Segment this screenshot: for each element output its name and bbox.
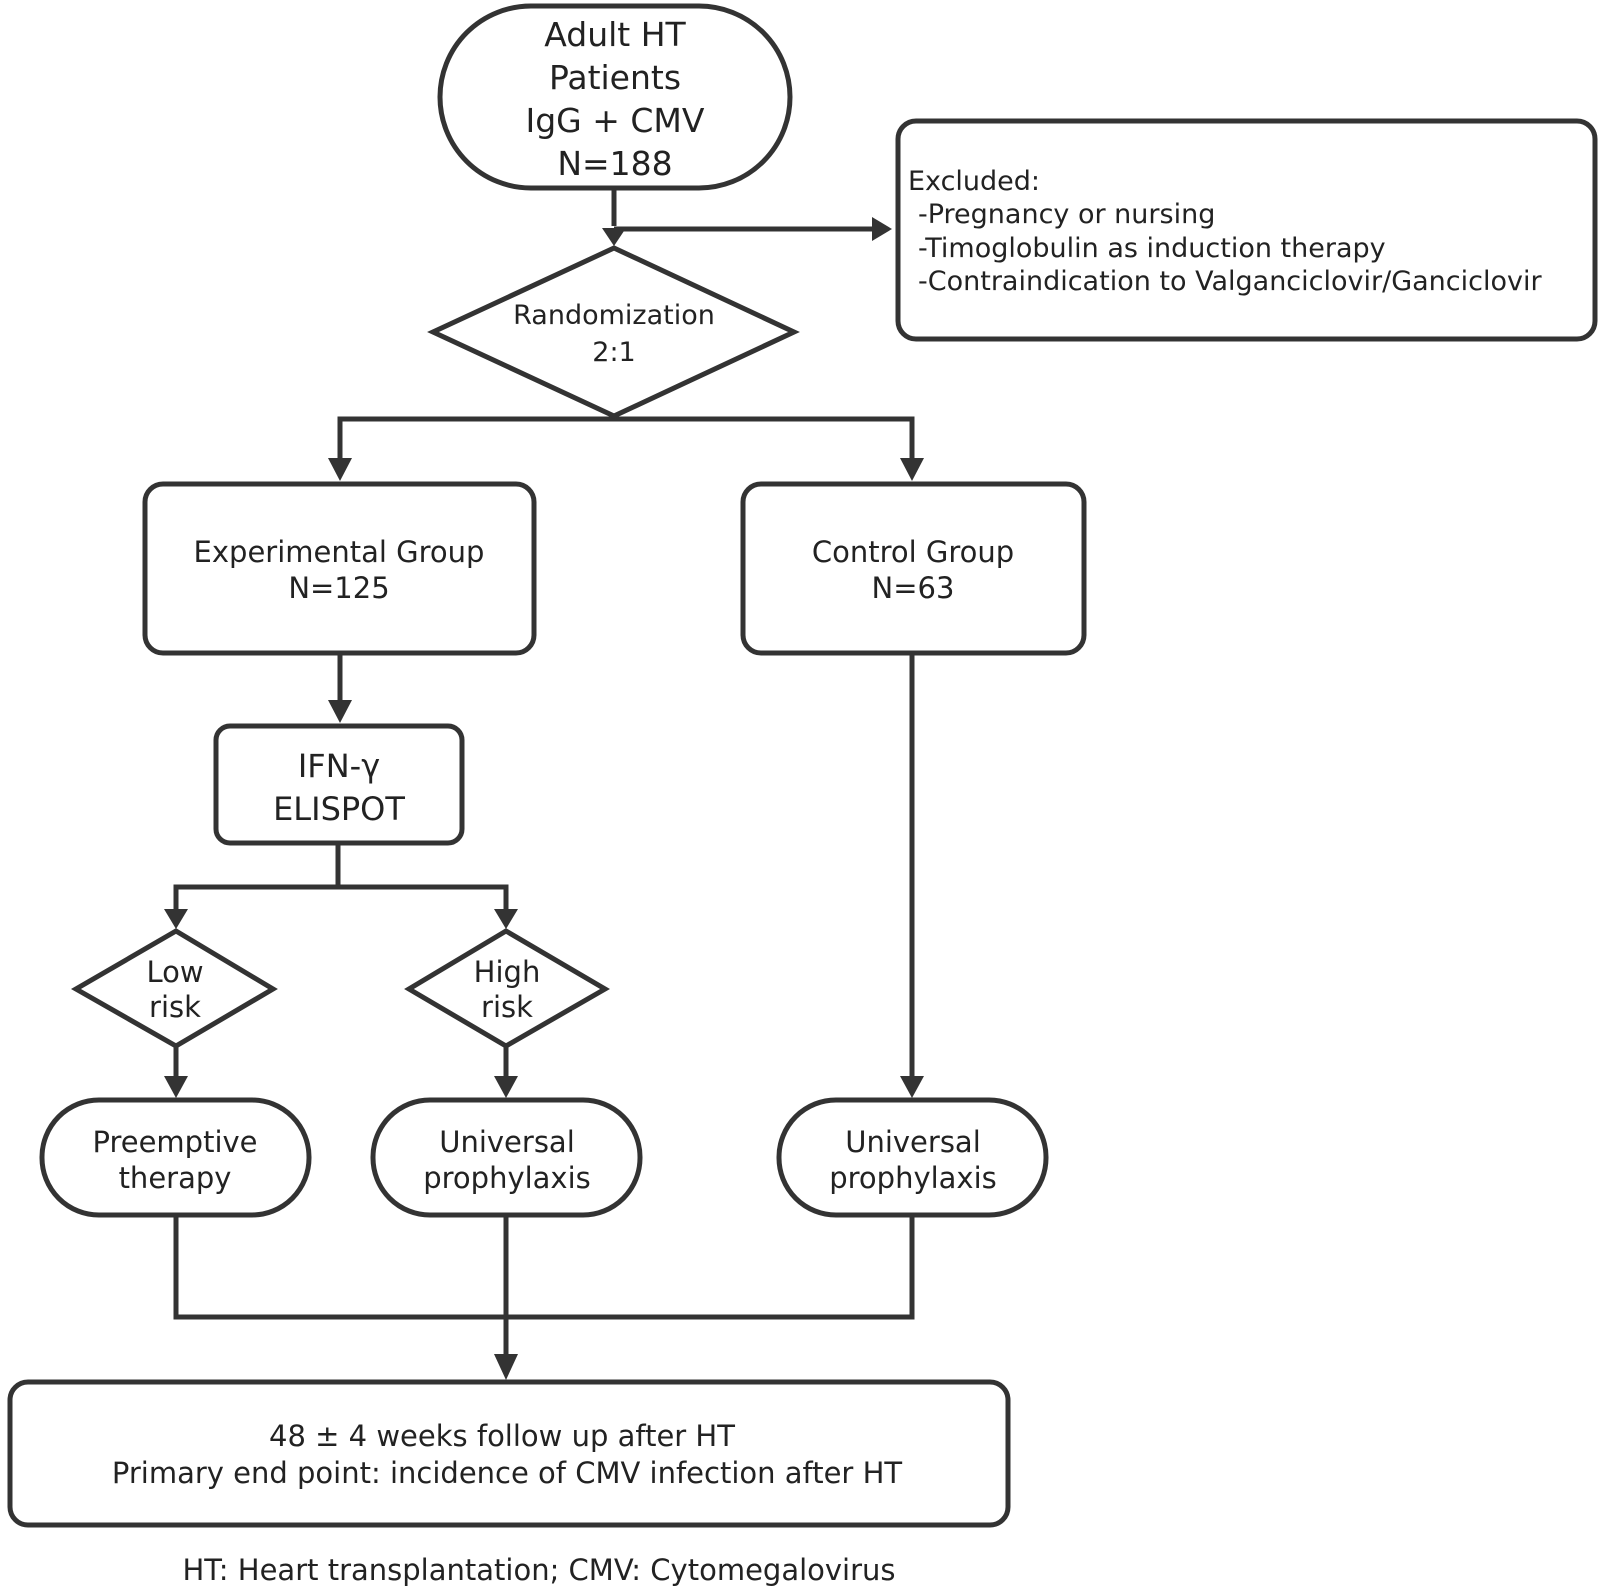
excluded-item-3: -Contraindication to Valganciclovir/Ganc… xyxy=(918,266,1542,297)
start-line-4: N=188 xyxy=(557,144,672,183)
arrow-head-universal-exp xyxy=(494,1076,518,1098)
arrow-head-excluded xyxy=(872,217,892,241)
arrow-head-experimental xyxy=(328,458,352,481)
followup-line-2: Primary end point: incidence of CMV infe… xyxy=(112,1456,902,1490)
experimental-group-line-2: N=125 xyxy=(288,571,389,605)
start-line-2: Patients xyxy=(549,58,681,97)
control-group-line-2: N=63 xyxy=(872,571,955,605)
universal-prophylaxis-ctrl-node: Universal prophylaxis xyxy=(776,1097,1049,1218)
experimental-group-node: Experimental Group N=125 xyxy=(142,481,537,656)
arrow-head-randomization xyxy=(602,228,626,246)
universal-prophylaxis-exp-terminal-shape xyxy=(370,1097,643,1218)
arrow-head-lowrisk xyxy=(164,909,188,929)
low-risk-line-1: Low xyxy=(146,955,203,989)
preemptive-line-2: therapy xyxy=(119,1161,232,1195)
universal-prophylaxis-exp-line-2: prophylaxis xyxy=(423,1161,591,1195)
connector-converge xyxy=(173,1215,915,1320)
high-risk-line-2: risk xyxy=(481,990,533,1024)
excluded-title: Excluded: xyxy=(908,166,1040,197)
arrow-head-control xyxy=(900,458,924,481)
universal-prophylaxis-ctrl-line-1: Universal xyxy=(845,1125,981,1159)
preemptive-node: Preemptive therapy xyxy=(39,1097,312,1218)
elispot-node: IFN-γ ELISPOT xyxy=(213,723,465,846)
high-risk-node: High risk xyxy=(404,928,610,1049)
control-group-line-1: Control Group xyxy=(812,535,1014,569)
excluded-item-1: -Pregnancy or nursing xyxy=(918,199,1215,230)
start-node: Adult HT Patients IgG + CMV N=188 xyxy=(437,3,793,191)
start-line-3: IgG + CMV xyxy=(526,101,705,140)
arrow-heads xyxy=(164,217,924,1380)
high-risk-line-1: High xyxy=(474,955,541,989)
control-group-box-shape xyxy=(740,481,1087,656)
followup-line-1: 48 ± 4 weeks follow up after HT xyxy=(269,1419,735,1453)
followup-node: 48 ± 4 weeks follow up after HT Primary … xyxy=(7,1379,1011,1528)
experimental-group-line-1: Experimental Group xyxy=(194,535,485,569)
arrow-head-preemptive xyxy=(164,1076,188,1098)
excluded-node: Excluded: -Pregnancy or nursing -Timoglo… xyxy=(895,118,1598,342)
arrow-head-followup xyxy=(494,1354,518,1380)
preemptive-terminal-shape xyxy=(39,1097,312,1218)
low-risk-diamond-shape xyxy=(70,928,278,1049)
footnote: HT: Heart transplantation; CMV: Cytomega… xyxy=(182,1553,895,1587)
start-terminal-shape xyxy=(437,3,793,191)
randomization-line-1: Randomization xyxy=(513,300,715,331)
low-risk-node: Low risk xyxy=(70,928,278,1049)
excluded-item-2: -Timoglobulin as induction therapy xyxy=(918,233,1386,264)
arrow-head-elispot xyxy=(328,700,352,723)
universal-prophylaxis-exp-node: Universal prophylaxis xyxy=(370,1097,643,1218)
randomization-diamond-shape xyxy=(427,245,800,419)
low-risk-line-2: risk xyxy=(149,990,201,1024)
randomization-line-2: 2:1 xyxy=(592,337,635,368)
universal-prophylaxis-ctrl-line-2: prophylaxis xyxy=(829,1161,997,1195)
high-risk-diamond-shape xyxy=(404,928,610,1049)
connector-elispot-split xyxy=(173,843,341,911)
arrow-head-highrisk xyxy=(494,909,518,929)
preemptive-line-1: Preemptive xyxy=(92,1125,257,1159)
elispot-box-shape xyxy=(213,723,465,846)
universal-prophylaxis-exp-line-1: Universal xyxy=(439,1125,575,1159)
control-group-node: Control Group N=63 xyxy=(740,481,1087,656)
elispot-line-1: IFN-γ xyxy=(298,747,380,785)
start-line-1: Adult HT xyxy=(544,15,686,54)
arrow-head-universal-ctrl xyxy=(900,1076,924,1098)
universal-prophylaxis-ctrl-terminal-shape xyxy=(776,1097,1049,1218)
connector-randomization-split xyxy=(337,416,915,460)
experimental-group-box-shape xyxy=(142,481,537,656)
connectors xyxy=(173,188,915,1356)
followup-box-shape xyxy=(7,1379,1011,1528)
connector-elispot-split-right xyxy=(338,884,509,911)
randomization-node: Randomization 2:1 xyxy=(427,245,800,419)
elispot-line-2: ELISPOT xyxy=(273,790,405,828)
excluded-box-shape xyxy=(895,118,1598,342)
